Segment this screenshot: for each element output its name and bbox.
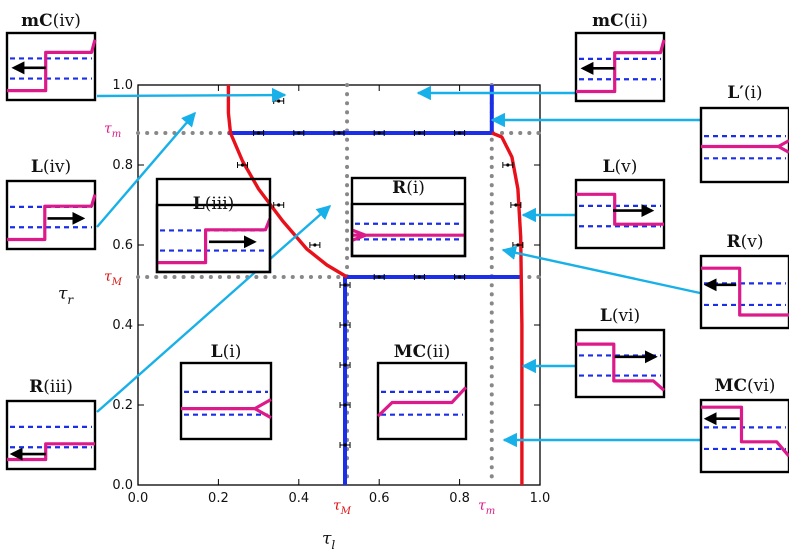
profile-curve — [576, 342, 666, 392]
inner-box-outline — [350, 176, 467, 258]
profile-curve — [7, 194, 97, 242]
inner-box-L-iii — [155, 203, 272, 274]
profile-box-frame — [574, 178, 666, 250]
error-point — [337, 131, 341, 135]
pointer-arrow — [96, 87, 287, 103]
y-axis-label: τr — [58, 284, 74, 307]
profile-curve — [701, 405, 789, 458]
outer-box-label: mC(iv) — [21, 11, 81, 31]
error-point — [277, 99, 281, 103]
tau-M-label-left: τM — [104, 269, 123, 288]
outer-box-label: R(iii) — [29, 377, 73, 397]
outer-box-L-v — [574, 178, 666, 250]
y-tick-label: 0.0 — [112, 478, 133, 493]
error-bars — [237, 98, 524, 448]
tau-m-label-left: τm — [104, 121, 121, 140]
error-point — [417, 131, 421, 135]
outer-box-L-vi — [574, 328, 666, 399]
inner-box-label: R(i) — [392, 178, 425, 198]
error-point — [377, 131, 381, 135]
inner-box-L-i — [179, 361, 273, 441]
profile-curve — [181, 398, 272, 420]
outer-box-label: R(v) — [726, 232, 763, 252]
profile-curve — [701, 266, 789, 317]
error-point — [514, 203, 518, 207]
error-point — [417, 275, 421, 279]
error-point — [277, 203, 281, 207]
inner-box-outline — [155, 177, 272, 274]
profile-box-frame — [574, 328, 666, 399]
error-point — [343, 323, 347, 327]
x-tick-label: 0.2 — [208, 491, 229, 506]
red-boundary-curve — [226, 85, 348, 279]
error-point — [257, 131, 261, 135]
error-point — [516, 243, 520, 247]
y-tick-label: 1.0 — [112, 78, 133, 93]
profile-curve — [7, 39, 97, 93]
error-point — [377, 275, 381, 279]
x-tick-label: 0.6 — [369, 491, 390, 506]
outer-box-R-v — [699, 254, 789, 330]
outer-box-Lprime-i — [699, 106, 789, 184]
pointer-arrow — [501, 245, 701, 295]
plot-frame — [137, 84, 541, 486]
error-point — [343, 363, 347, 367]
axis-ticks: 0.0 0.2 0.4 0.6 0.8 1.0 0.0 0.2 0.4 0.6 0.8 1.0 — [112, 78, 550, 506]
profile-box-frame — [179, 361, 273, 441]
profile-curve — [157, 217, 272, 265]
outer-box-label: mC(ii) — [592, 11, 648, 31]
outer-box-label: L′(i) — [727, 83, 762, 103]
x-tick-label: 0.4 — [288, 491, 309, 506]
pointer-arrows — [96, 85, 701, 448]
outer-box-label: L(vi) — [600, 306, 640, 326]
profile-curve — [376, 386, 468, 418]
error-point — [343, 283, 347, 287]
outer-box-R-iii — [5, 399, 97, 471]
inner-box-label: L(iii) — [193, 194, 235, 214]
profile-curve — [701, 139, 789, 154]
tau-m-label-bottom: τm — [478, 498, 495, 517]
outer-box-label: MC(vi) — [715, 376, 776, 396]
y-tick-label: 0.6 — [112, 238, 133, 253]
phase-boundaries — [226, 85, 524, 485]
red-boundary-curve-right — [491, 131, 524, 485]
error-point — [240, 163, 245, 167]
x-tick-label: 0.8 — [449, 491, 470, 506]
y-tick-label: 0.8 — [112, 158, 133, 173]
error-point — [343, 403, 347, 407]
error-point — [297, 131, 301, 135]
inner-box-MC-ii — [376, 361, 468, 441]
error-point — [458, 275, 462, 279]
outer-box-label: L(v) — [603, 157, 638, 177]
error-point — [506, 163, 510, 167]
error-point — [343, 443, 347, 447]
outer-box-mC-iv — [5, 31, 97, 102]
inner-box-R-i — [350, 202, 467, 258]
y-tick-label: 0.4 — [112, 318, 133, 333]
outer-box-mC-ii — [574, 31, 666, 103]
error-point — [458, 131, 462, 135]
outer-box-MC-vi — [699, 398, 789, 474]
tau-M-label-bottom: τM — [333, 498, 352, 517]
profile-box-frame — [350, 202, 467, 258]
profile-box-frame — [699, 398, 789, 474]
profile-curve — [576, 39, 666, 94]
x-tick-label: 0.0 — [128, 491, 149, 506]
profile-curve — [351, 228, 465, 242]
outer-box-L-iv — [5, 179, 97, 251]
pointer-arrow — [96, 205, 332, 413]
profile-boxes: L(iii) R(i) L(i) MC(ii) mC(iv) L(iv) R(iii) mC(… — [5, 11, 789, 474]
inner-box-label: MC(ii) — [394, 342, 451, 362]
profile-curve — [576, 192, 664, 226]
error-point — [313, 243, 317, 247]
x-tick-label: 1.0 — [530, 491, 551, 506]
x-axis-label: τl — [322, 529, 335, 552]
y-tick-label: 0.2 — [112, 398, 133, 413]
inner-box-label: L(i) — [211, 342, 242, 362]
pointer-arrow — [96, 111, 196, 228]
outer-box-label: L(iv) — [31, 157, 71, 177]
profile-curve — [7, 442, 95, 462]
